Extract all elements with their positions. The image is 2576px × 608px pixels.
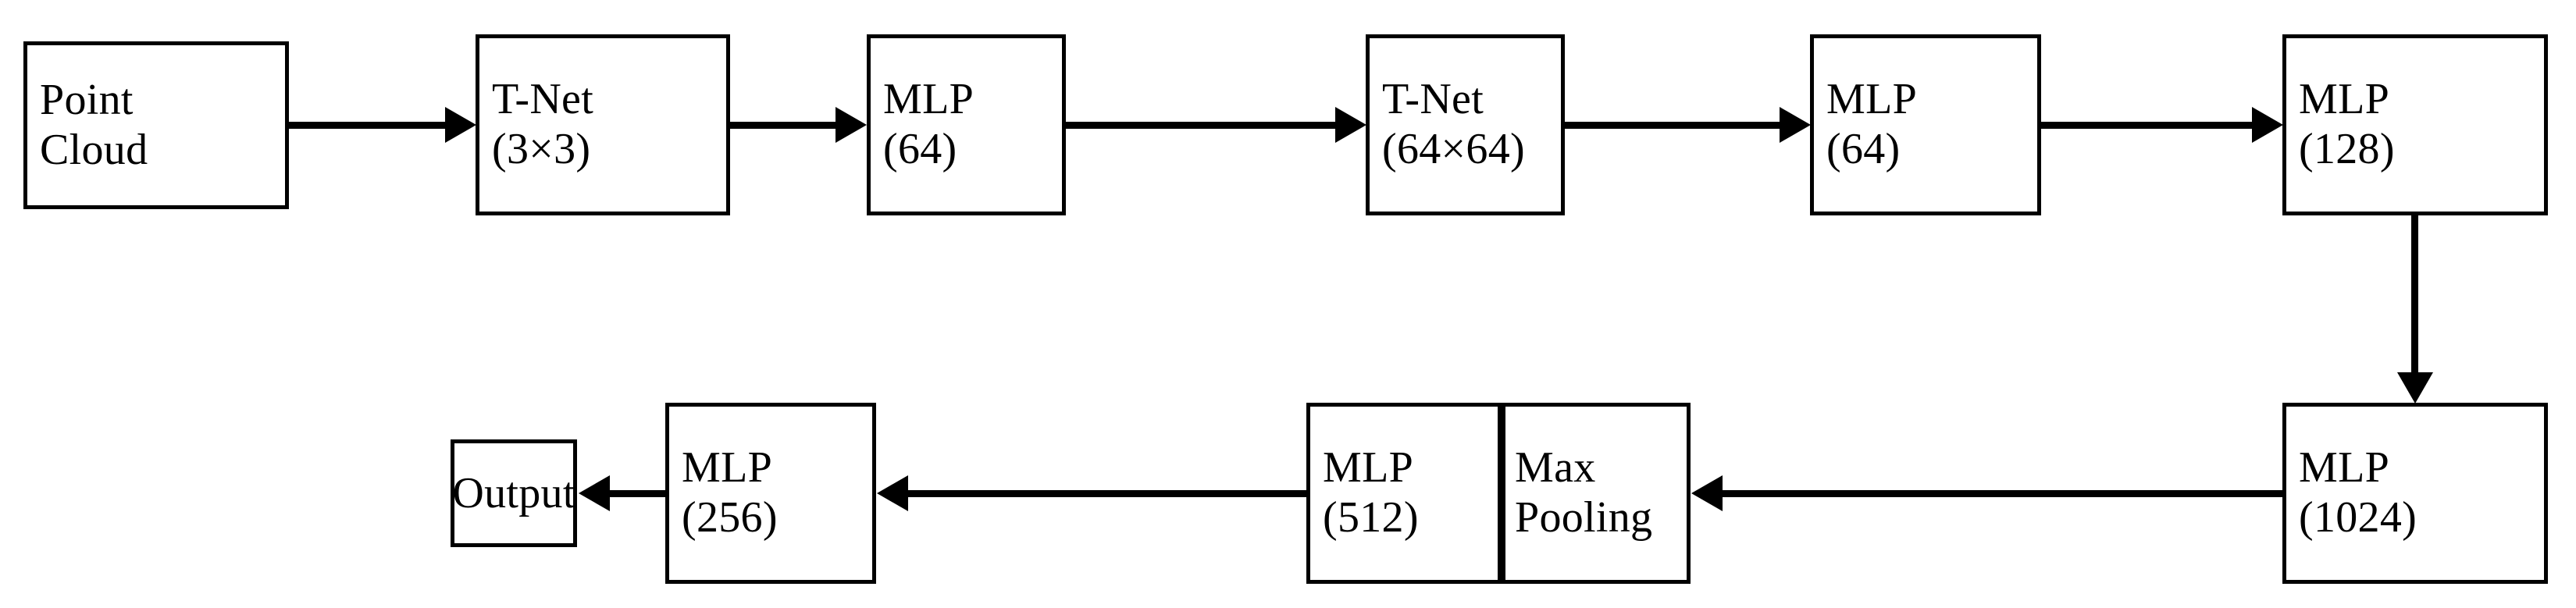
node-label-line2: (512) <box>1323 493 1419 542</box>
node-label-line1: MLP <box>883 75 974 124</box>
node-label-line1: T-Net <box>1382 75 1484 124</box>
edge-mlp-256-to-output <box>609 490 665 497</box>
arrowhead-left-icon <box>579 475 610 511</box>
edge-mlp-1024-to-max-pooling <box>1722 490 2282 497</box>
node-label-line1: MLP <box>2299 443 2390 492</box>
arrowhead-left-icon <box>1691 475 1723 511</box>
node-point-cloud[interactable]: Point Cloud <box>23 41 289 209</box>
node-label-line1: T-Net <box>492 75 594 124</box>
node-tnet-3x3[interactable]: T-Net (3×3) <box>476 34 730 215</box>
arrowhead-left-icon <box>877 475 908 511</box>
node-tnet-64x64[interactable]: T-Net (64×64) <box>1366 34 1565 215</box>
node-label-line1: MLP <box>682 443 773 492</box>
node-label-line2: (64×64) <box>1382 125 1525 173</box>
node-label-line2: (1024) <box>2299 493 2417 542</box>
node-mlp-256[interactable]: MLP (256) <box>665 403 876 584</box>
edge-mlp-64-a-to-tnet-64x64 <box>1066 122 1336 129</box>
edge-mlp-64-b-to-mlp-128 <box>2041 122 2253 129</box>
node-mlp-1024[interactable]: MLP (1024) <box>2282 403 2548 584</box>
node-label-line2: Pooling <box>1515 493 1653 542</box>
node-label-line1: Max <box>1515 443 1596 492</box>
node-label-line2: Cloud <box>40 125 148 174</box>
node-mlp-512[interactable]: MLP (512) <box>1306 403 1502 584</box>
node-label-line2: (256) <box>682 493 778 542</box>
edge-tnet-3x3-to-mlp-64-a <box>730 122 836 129</box>
node-label-line1: MLP <box>1826 75 1918 124</box>
arrowhead-right-icon <box>1780 107 1811 143</box>
node-label-line2: (64) <box>1826 125 1901 173</box>
node-label-line1: Output <box>452 469 575 517</box>
arrowhead-right-icon <box>836 107 867 143</box>
arrowhead-right-icon <box>1335 107 1366 143</box>
node-label-line2: (64) <box>883 125 957 173</box>
node-label-line1: MLP <box>2299 75 2390 124</box>
node-label-line1: Point <box>40 75 134 124</box>
arrowhead-right-icon <box>2252 107 2283 143</box>
node-max-pooling[interactable]: Max Pooling <box>1502 403 1691 584</box>
node-mlp-128[interactable]: MLP (128) <box>2282 34 2548 215</box>
node-mlp-64-a[interactable]: MLP (64) <box>867 34 1066 215</box>
edge-mlp-128-to-mlp-1024 <box>2411 215 2418 375</box>
node-mlp-64-b[interactable]: MLP (64) <box>1810 34 2041 215</box>
arrowhead-right-icon <box>445 107 476 143</box>
edge-mlp-512-to-mlp-256 <box>907 490 1306 497</box>
node-label-line2: (3×3) <box>492 125 591 173</box>
node-label-line1: MLP <box>1323 443 1414 492</box>
edge-point-cloud-to-tnet-3x3 <box>289 122 447 129</box>
edge-tnet-64x64-to-mlp-64-b <box>1565 122 1780 129</box>
node-label-line2: (128) <box>2299 125 2395 173</box>
node-output[interactable]: Output <box>451 439 577 547</box>
arrowhead-down-icon <box>2397 372 2433 404</box>
